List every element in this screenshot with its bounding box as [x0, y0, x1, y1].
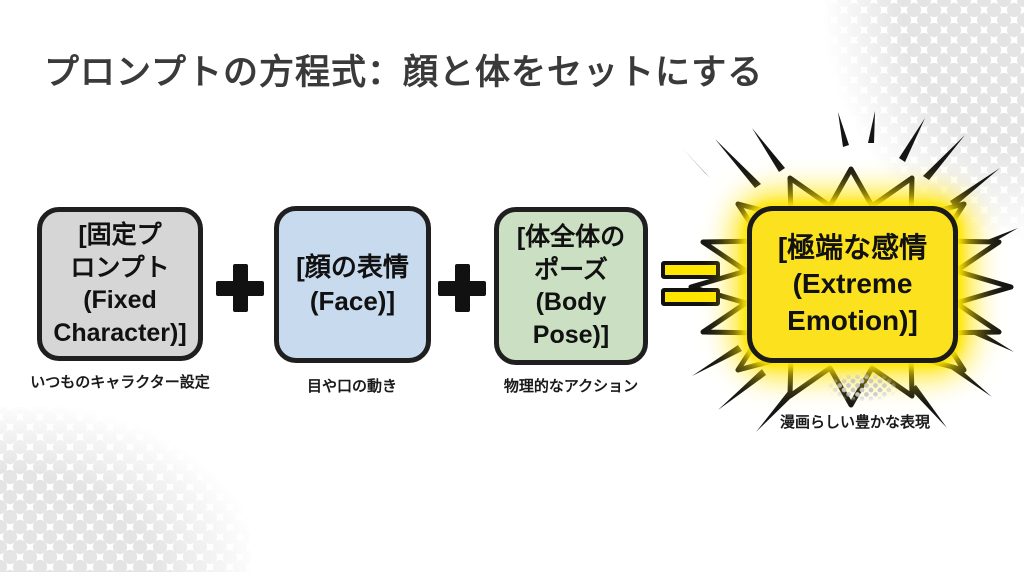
caption-face-expression: 目や口の動き [306, 378, 397, 395]
halftone-dots-burst-bottom [826, 372, 900, 402]
plus-icon [438, 264, 486, 312]
halftone-dots-bottom-left [0, 407, 250, 572]
term-box-fixed-character: [固定プ ロンプト (Fixed Character)] [37, 207, 203, 361]
halftone-dots-top-right [824, 0, 1024, 240]
term-box-body-pose: [体全体の ポーズ (Body Pose)] [494, 207, 648, 365]
equals-bar-bottom [661, 288, 720, 306]
caption-body-pose: 物理的なアクション [503, 378, 639, 395]
plus-icon [216, 264, 264, 312]
equals-icon [661, 261, 720, 306]
caption-extreme-emotion: 漫画らしい豊かな表現 [779, 414, 930, 431]
equals-bar-top [661, 261, 720, 279]
result-box-extreme-emotion: [極端な感情 (Extreme Emotion)] [747, 206, 958, 363]
term-box-face-expression: [顔の表情 (Face)] [274, 206, 431, 363]
slide-title: プロンプトの方程式：顔と体をセットにする [44, 53, 764, 92]
caption-fixed-character: いつものキャラクター設定 [30, 374, 210, 391]
